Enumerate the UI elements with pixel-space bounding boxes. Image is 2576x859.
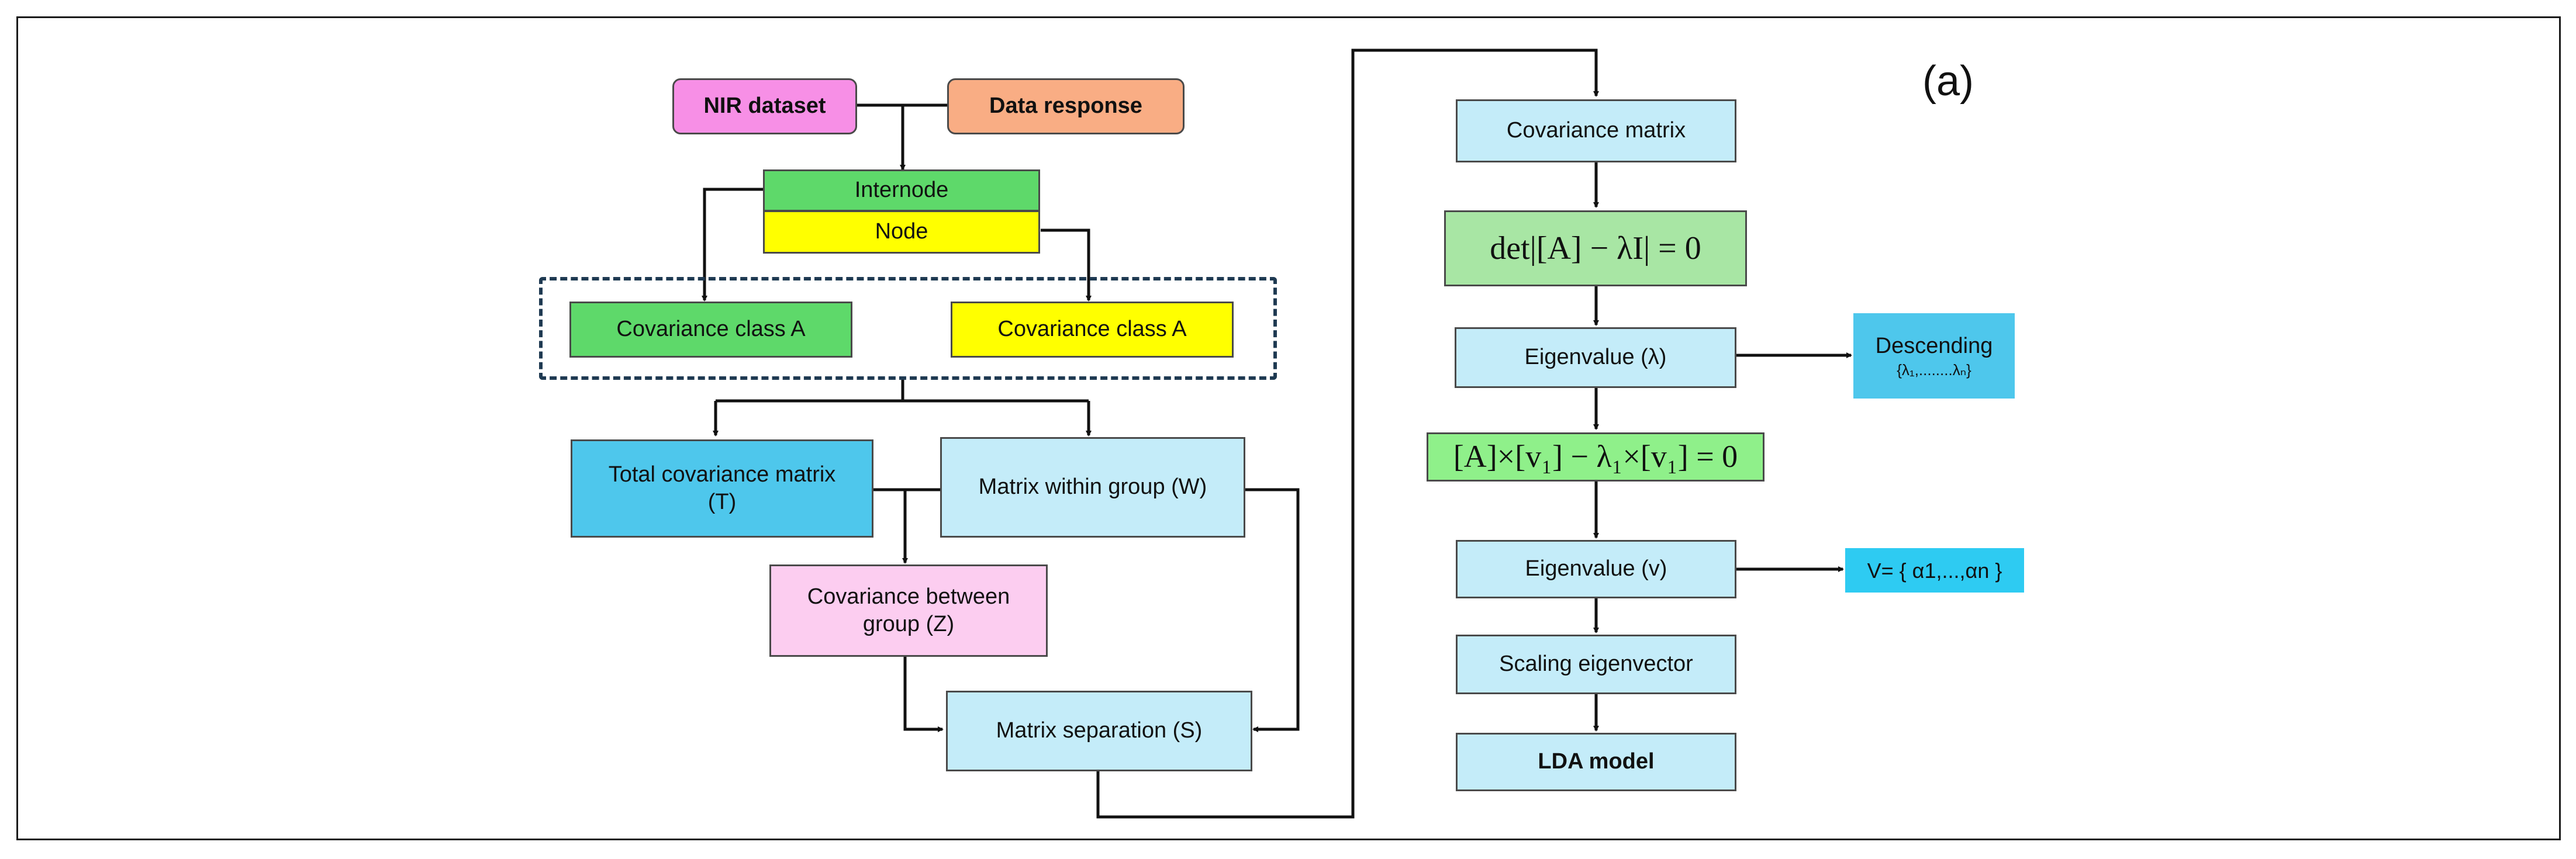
figure-frame: [16, 16, 2561, 840]
panel-label: (a): [1922, 58, 1974, 105]
matrix-separation-box: Matrix separation (S): [946, 691, 1252, 771]
line-sep-to-right: [1096, 49, 1599, 819]
covariance-matrix-box: Covariance matrix: [1456, 99, 1736, 162]
descending-box: Descending {λ₁,........λₙ}: [1853, 313, 2015, 399]
covariance-class-a-green: Covariance class A: [569, 302, 852, 358]
descending-set: {λ₁,........λₙ}: [1897, 361, 1971, 379]
covariance-class-group: [539, 277, 1277, 380]
determinant-equation: det|[A] − λI| = 0: [1444, 210, 1747, 286]
eigenvalue-v-box: Eigenvalue (v): [1456, 540, 1736, 598]
descending-label: Descending: [1875, 334, 1993, 358]
eigenvalue-lambda-box: Eigenvalue (λ): [1455, 327, 1736, 388]
arrow-between-to-sep: [903, 657, 944, 732]
lda-model-box: LDA model: [1456, 733, 1736, 791]
determinant-equation-text: det|[A] − λI| = 0: [1490, 230, 1701, 266]
nir-dataset-box: NIR dataset: [672, 78, 857, 134]
node-box: Node: [763, 210, 1040, 254]
internode-box: Internode: [763, 169, 1040, 212]
data-response-box: Data response: [947, 78, 1185, 134]
scaling-eigenvector-box: Scaling eigenvector: [1456, 635, 1736, 694]
covariance-class-a-yellow: Covariance class A: [951, 302, 1234, 358]
eigenvector-equation-text: [A]×[v₁] − λ₁×[v₁] = 0: [1453, 439, 1738, 474]
total-covariance-box: Total covariance matrix (T): [571, 439, 873, 538]
covariance-between-box: Covariance between group (Z): [769, 564, 1048, 657]
v-set-box: V= { α1,...,αn }: [1845, 548, 2024, 593]
arrow-within-to-sep: [1245, 488, 1300, 732]
matrix-within-box: Matrix within group (W): [940, 437, 1245, 538]
arrow-internode-to-covA-green: [702, 188, 763, 302]
eigenvector-equation: [A]×[v₁] − λ₁×[v₁] = 0: [1427, 432, 1764, 482]
